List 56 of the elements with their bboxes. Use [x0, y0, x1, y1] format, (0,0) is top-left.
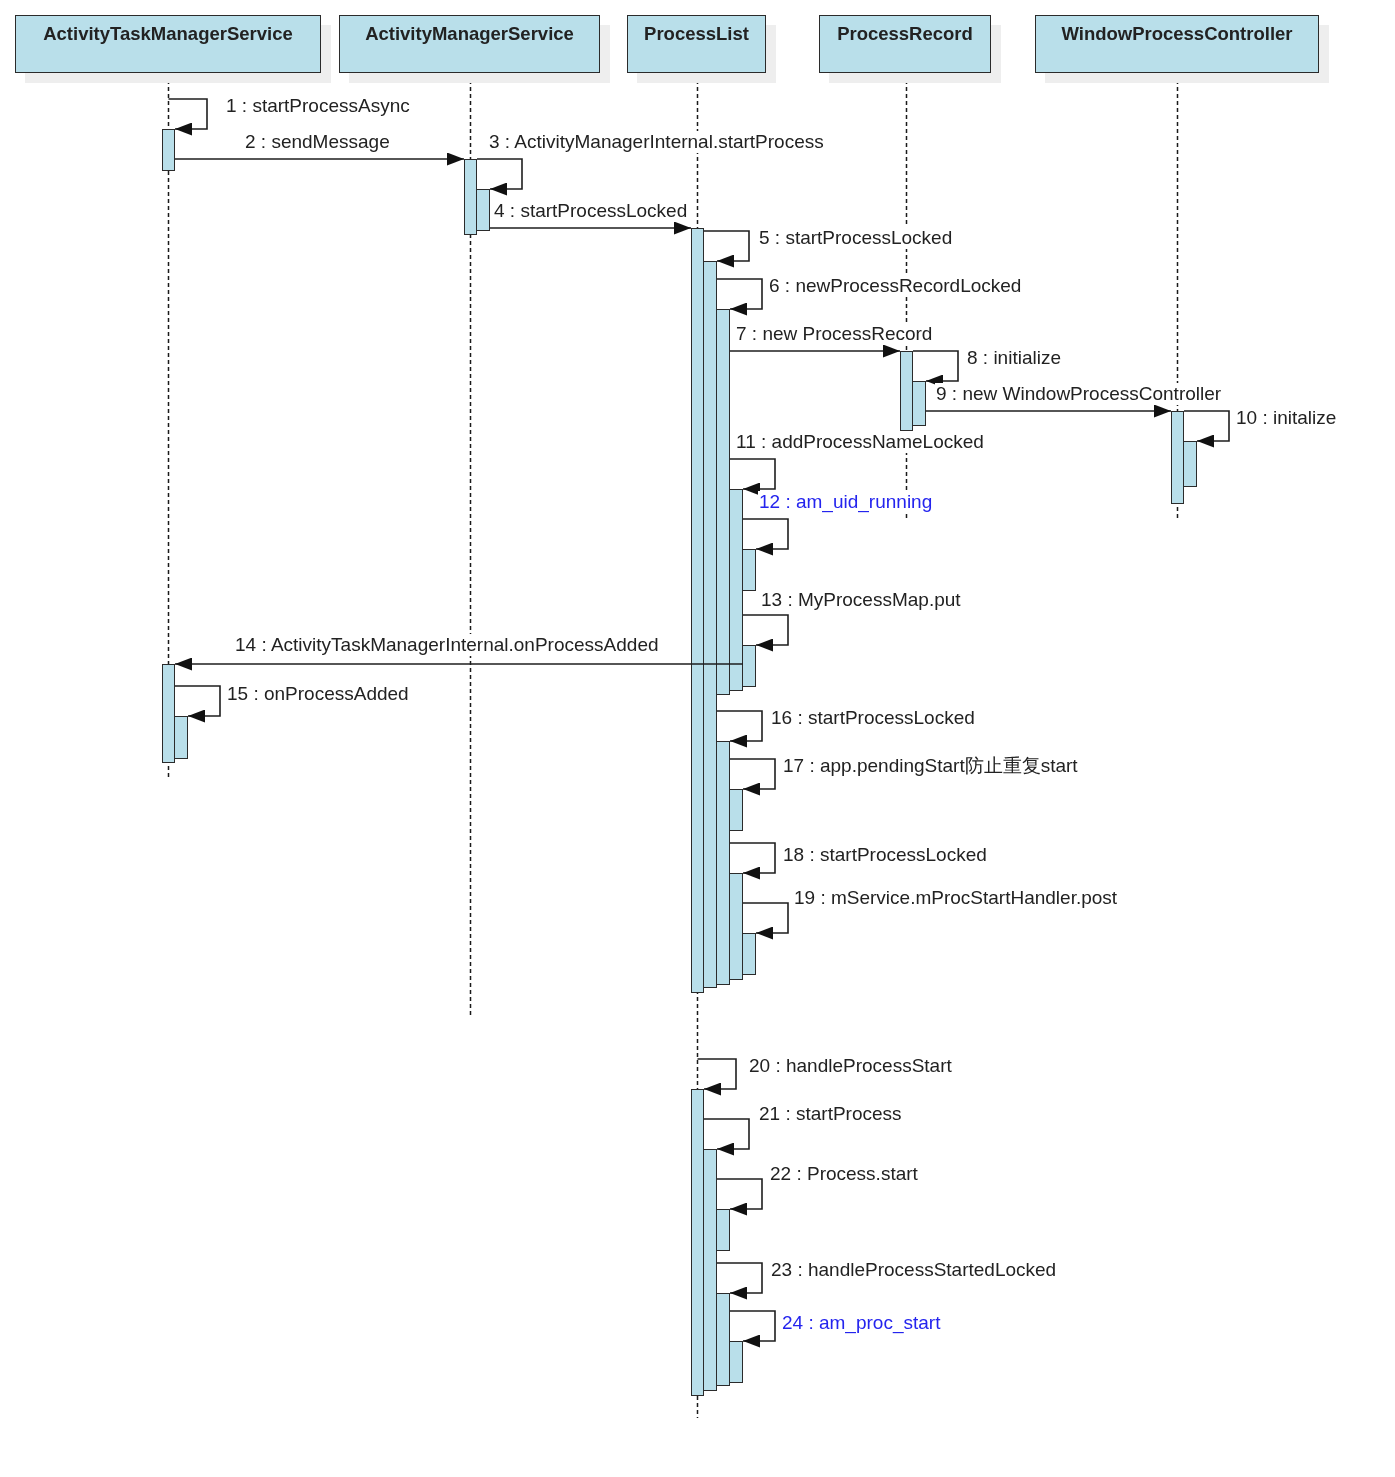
activation-bar — [730, 489, 743, 691]
message-arrow — [742, 902, 789, 940]
message-label: 14 : ActivityTaskManagerInternal.onProcessAdded — [234, 634, 660, 656]
message-label: 6 : newProcessRecordLocked — [768, 275, 1023, 297]
activation-bar — [913, 381, 926, 426]
message-arrow — [742, 518, 789, 556]
message-arrow — [696, 1058, 737, 1096]
message-arrow — [742, 614, 789, 652]
message-arrow — [174, 685, 221, 723]
activation-bar — [730, 1341, 743, 1383]
activation-bar — [717, 741, 730, 985]
activation-bar — [162, 664, 175, 763]
message-label: 5 : startProcessLocked — [758, 227, 954, 249]
activation-bar — [730, 873, 743, 980]
message-label: 7 : new ProcessRecord — [735, 323, 934, 345]
message-arrow — [174, 152, 465, 166]
message-arrow — [729, 458, 776, 496]
message-arrow — [167, 98, 208, 136]
message-arrow — [703, 230, 750, 268]
activation-bar — [743, 645, 756, 687]
activation-bar — [743, 549, 756, 591]
activation-bar — [704, 261, 717, 988]
message-label: 3 : ActivityManagerInternal.startProcess — [488, 131, 825, 153]
activation-bar — [730, 789, 743, 831]
message-label: 12 : am_uid_running — [758, 491, 934, 513]
message-arrow — [476, 158, 523, 196]
activation-bar — [717, 1293, 730, 1386]
message-arrow — [703, 1118, 750, 1156]
message-arrow — [729, 344, 901, 358]
message-arrow — [925, 404, 1172, 418]
message-label: 17 : app.pendingStart防止重复start — [782, 755, 1079, 777]
activation-bar — [691, 228, 704, 993]
message-arrow — [716, 710, 763, 748]
message-arrow — [729, 758, 776, 796]
message-arrow — [716, 1178, 763, 1216]
message-label: 11 : addProcessNameLocked — [735, 431, 985, 453]
message-arrow — [716, 278, 763, 316]
activation-bar — [900, 351, 913, 431]
activation-bar — [717, 1209, 730, 1251]
activation-bar — [175, 716, 188, 759]
activation-bar — [1184, 441, 1197, 487]
message-arrow — [174, 657, 744, 671]
activation-bar — [717, 309, 730, 695]
activation-bar — [1171, 411, 1184, 504]
message-label: 9 : new WindowProcessController — [935, 383, 1223, 405]
message-arrow — [489, 221, 692, 235]
activation-bar — [464, 159, 477, 235]
activation-bar — [704, 1149, 717, 1391]
message-arrow — [716, 1262, 763, 1300]
activation-bar — [691, 1089, 704, 1396]
activation-bar — [162, 129, 175, 171]
message-arrow — [729, 842, 776, 880]
activation-bar — [743, 933, 756, 975]
activation-bar — [477, 189, 490, 231]
message-arrow — [1183, 410, 1230, 448]
message-arrow — [729, 1310, 776, 1348]
